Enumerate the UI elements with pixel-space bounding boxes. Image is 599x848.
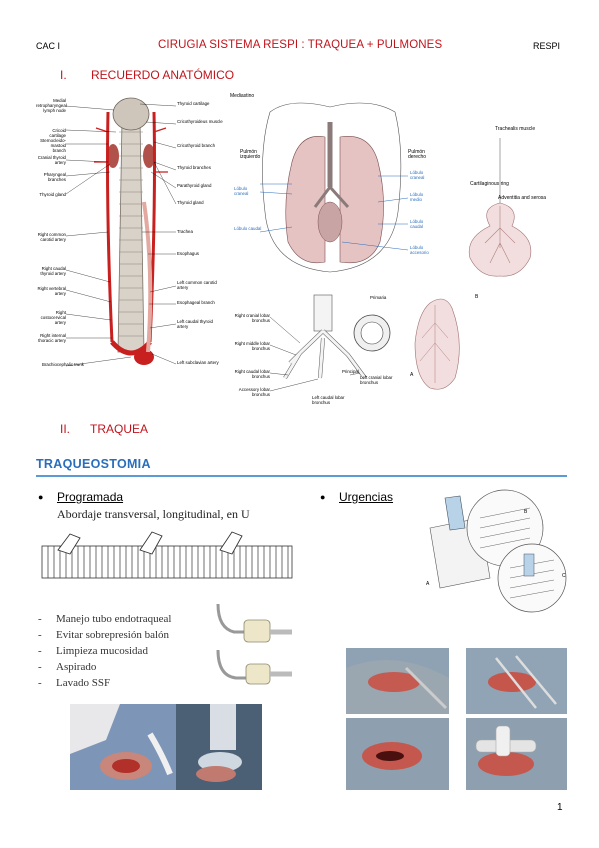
dash-icon: - <box>38 629 42 641</box>
neck-label-left-1: Cricoid cartilage <box>49 128 66 138</box>
lungs-illustration <box>259 102 409 273</box>
programada-item-4: -Lavado SSF <box>38 677 111 689</box>
trachea-label-1: Cartilaginous ring <box>470 181 509 187</box>
bronchi-label-0: Right cranial lobar bronchus <box>234 313 270 323</box>
bronchi-label-4: Left caudal lobar bronchus <box>312 395 345 405</box>
neck-label-left-11: Brachiocephalic trunk <box>42 362 84 367</box>
neck-label-right-8: Left common carotid artery <box>177 280 217 290</box>
dash-icon: - <box>38 677 42 689</box>
urgencias-title: Urgencias <box>339 490 394 504</box>
neck-anatomy-figure: Medial retropharyngeal lymph node Cricoi… <box>36 92 226 374</box>
surgery-photo-right <box>176 704 262 790</box>
urgencias-letter-a: A <box>426 581 430 587</box>
bullet-dot-icon: ● <box>38 492 44 502</box>
urgencias-photo-2 <box>466 648 567 714</box>
section2-title: TRAQUEA <box>90 422 149 436</box>
section1-number: I. <box>60 68 67 82</box>
lungs-right-lobe-3: Lóbulo accesorio <box>410 245 429 255</box>
section2-number: II. <box>60 422 71 436</box>
lungs-right-lobe-0: Lóbulo craneal <box>410 170 425 180</box>
bronchi-label-5: Principal <box>342 369 359 374</box>
lungs-right-lobe-2: Lóbulo caudal <box>410 219 424 229</box>
dash-icon: - <box>38 613 42 625</box>
traqueostomia-heading: TRAQUEOSTOMIA <box>36 457 151 471</box>
heading-rule <box>36 475 567 477</box>
programada-item-3: -Aspirado <box>38 661 97 673</box>
neck-label-left-2: Sternocleido-mastoid branch <box>40 138 66 153</box>
dash-icon: - <box>38 661 42 673</box>
neck-label-right-11: Left subclavian artery <box>177 360 219 365</box>
neck-label-left-8: Right vertebral artery <box>37 286 66 296</box>
neck-label-left-10: Right internal thoracic artery <box>38 333 66 343</box>
neck-anatomy-illustration <box>65 97 177 367</box>
programada-item-1: -Evitar sobrepresión balón <box>38 629 170 641</box>
header-left: CAC I <box>36 41 61 51</box>
lungs-right-lobe-1: Lóbulo medio <box>410 192 424 202</box>
neck-label-left-6: Right common carotid artery <box>37 232 66 242</box>
neck-label-right-5: Thyroid gland <box>177 200 204 205</box>
surgery-photo-left <box>70 704 176 790</box>
lungs-right-title: Pulmón derecho <box>408 149 427 160</box>
neck-label-right-4: Parathyroid gland <box>177 183 212 188</box>
urgencias-photo-4 <box>466 718 567 790</box>
lungs-left-lobe-1: Lóbulo caudal <box>234 226 262 231</box>
urgencias-photo-1 <box>346 648 449 714</box>
programada-item-2: -Limpieza mucosidad <box>38 645 148 657</box>
urgencias-letter-b: B <box>524 509 528 515</box>
bullet-dot-icon: ● <box>320 492 326 502</box>
lungs-left-lobe-0: Lóbulo craneal <box>234 186 249 196</box>
bronchi-figure: Right cranial lobar bronchus Right middl… <box>230 283 490 408</box>
neck-label-right-3: Thyroid branches <box>177 165 211 170</box>
bronchi-label-2: Right caudal lobar bronchus <box>234 369 270 379</box>
tracheostomy-approaches-illustration <box>40 522 294 586</box>
programada-item-0: -Manejo tubo endotraqueal <box>38 613 172 625</box>
trachea-section-figure: Trachealis muscle Cartilaginous ring Adv… <box>440 118 565 288</box>
neck-label-left-7: Right caudal thyroid artery <box>40 266 66 276</box>
neck-label-right-9: Esophageal branch <box>177 300 215 305</box>
bronchi-letter-b: B <box>475 294 479 300</box>
emergency-tracheostomy-illustration: A B C <box>420 488 570 628</box>
bronchi-illustration <box>269 294 460 392</box>
bronchi-label-3: Accessory lobar bronchus <box>238 387 270 397</box>
urgencias-letter-c: C <box>562 573 566 579</box>
tracheostomy-tube-images <box>214 598 296 690</box>
neck-label-right-7: Esophagus <box>177 251 199 256</box>
programada-subtitle: Abordaje transversal, longitudinal, en U <box>57 507 250 521</box>
dash-icon: - <box>38 645 42 657</box>
trachea-section-illustration <box>468 138 532 277</box>
neck-label-left-9: Right costocervical artery <box>40 310 66 325</box>
neck-label-right-1: Cricothyroideus muscle <box>177 119 223 124</box>
lungs-label-top: Mediastino <box>230 93 255 99</box>
lungs-figure: Mediastino Pulmón izquierdo Pulmón derec… <box>230 92 435 278</box>
section1-title: RECUERDO ANATÓMICO <box>91 68 235 82</box>
neck-label-left-0: Medial retropharyngeal lymph node <box>36 98 67 113</box>
bronchi-label-6: Left cranial lobar bronchus <box>360 375 393 385</box>
neck-label-left-4: Pharyngeal branches <box>43 172 66 182</box>
neck-label-right-10: Left caudal thyroid artery <box>177 319 213 329</box>
neck-label-right-2: Cricothyroid branch <box>177 143 216 148</box>
neck-label-left-5: Thyroid gland <box>39 192 66 197</box>
trachea-label-2: Adventitia and serosa <box>498 195 547 201</box>
header-right: RESPI <box>533 41 561 51</box>
bronchi-letter-a: A <box>410 372 414 378</box>
bronchi-label-7: Primaria <box>370 295 387 300</box>
lungs-left-title: Pulmón izquierdo <box>240 149 261 160</box>
trachea-label-0: Trachealis muscle <box>495 126 536 132</box>
urgencias-photo-3 <box>346 718 449 790</box>
neck-label-right-0: Thyroid cartilage <box>177 101 210 106</box>
neck-label-right-6: Trachea <box>177 229 193 234</box>
document-title: CIRUGIA SISTEMA RESPI : TRAQUEA + PULMON… <box>158 39 443 51</box>
bronchi-label-1: Right middle lobar bronchus <box>234 341 270 351</box>
page-number: 1 <box>557 802 563 813</box>
programada-title: Programada <box>57 490 124 504</box>
neck-label-left-3: Cranial thyroid artery <box>37 155 66 165</box>
